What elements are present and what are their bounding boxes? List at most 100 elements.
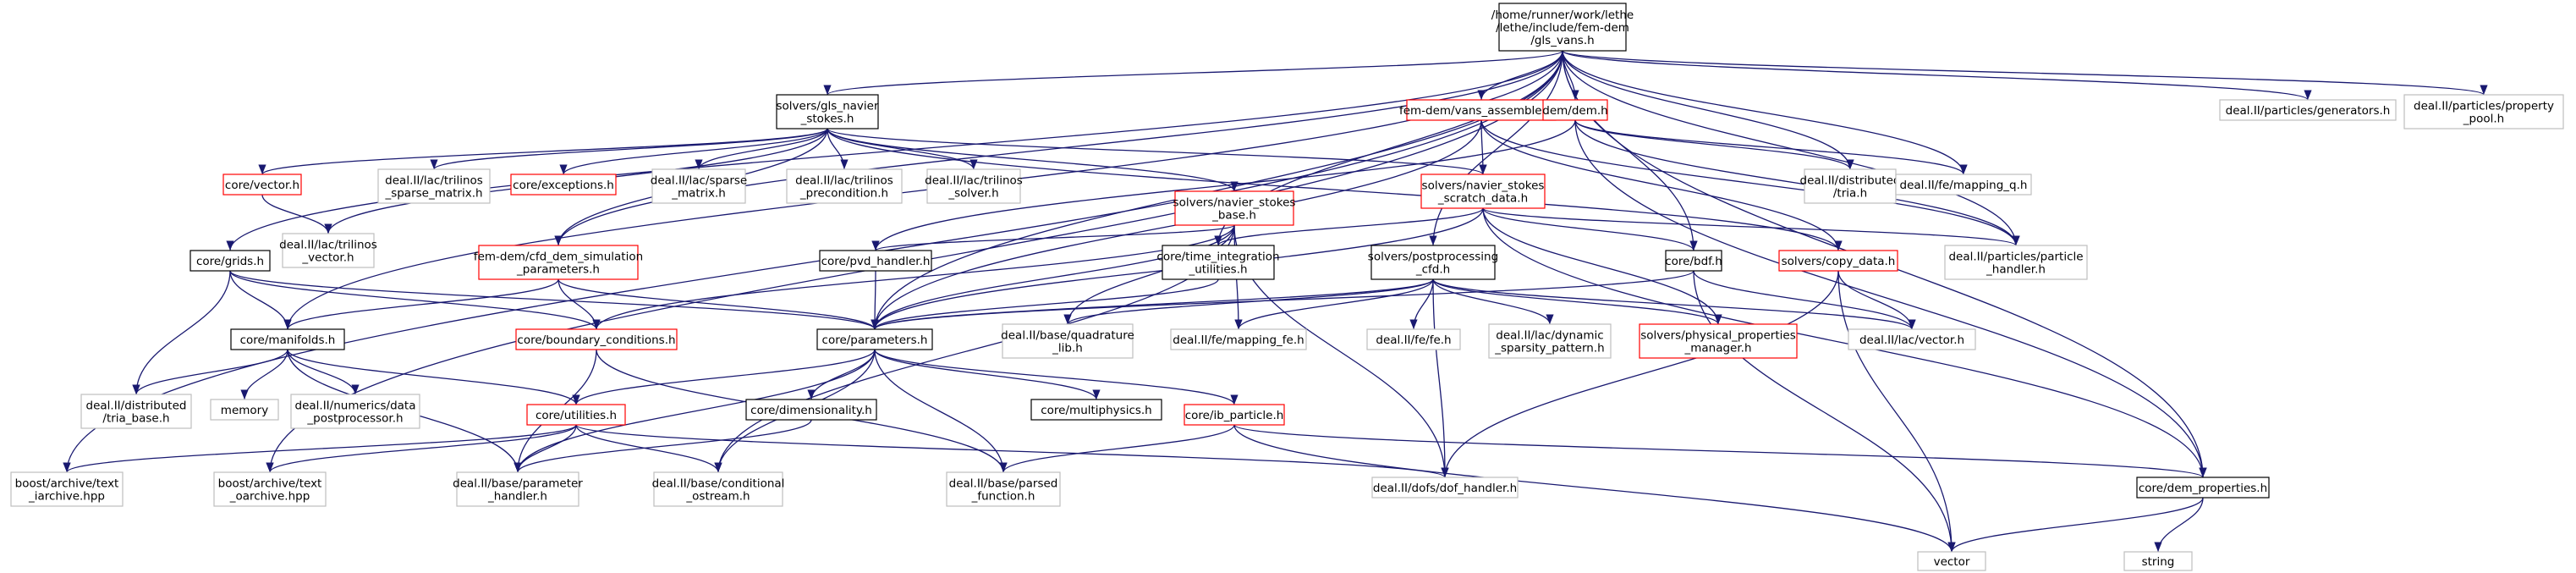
edge-layer [63, 50, 2488, 553]
dependency-edge-copy_data-to-dof_handler [1441, 270, 1839, 478]
node-label: _function.h [971, 490, 1035, 504]
node-box [1162, 245, 1275, 280]
node-vector: vector [1917, 551, 1986, 571]
node-bdf[interactable]: core/bdf.h [1665, 250, 1722, 272]
node-parameters[interactable]: core/parameters.h [816, 328, 933, 350]
dependency-edge-navier_base-to-pvd_handler [871, 224, 1235, 251]
node-box [2403, 94, 2564, 129]
dependency-edge-postprocessing-to-physical_props [1432, 278, 1722, 325]
node-dem_properties[interactable]: core/dem_properties.h [2136, 477, 2270, 499]
dependency-edge-gls_navier-to-scratch_data [827, 128, 1487, 175]
dependency-edge-navier_base-to-boundary_conditions [592, 224, 1235, 330]
node-box [1366, 328, 1461, 350]
dependency-edge-dem_properties-to-string [2154, 497, 2204, 553]
node-box [1002, 323, 1134, 359]
node-exceptions[interactable]: core/exceptions.h [510, 174, 617, 196]
node-label: deal.II/lac/dynamic [1496, 329, 1603, 343]
node-label: memory [221, 404, 268, 417]
node-dimensionality[interactable]: core/dimensionality.h [745, 399, 877, 421]
node-trilinos_sparse: deal.II/lac/trilinos_sparse_matrix.h [377, 168, 491, 204]
node-box [2136, 477, 2270, 499]
node-box [653, 471, 783, 507]
dependency-edge-time_integration-to-parameters [871, 278, 1219, 330]
node-text_oarchive: boost/archive/text_oarchive.hpp [213, 471, 327, 507]
dependency-edge-parameters-to-ib_particle [874, 349, 1239, 405]
node-string: string [2123, 551, 2193, 571]
dependency-edge-dem-to-particle_handler [1574, 119, 2020, 246]
dependency-edge-postprocessing-to-lac_vector [1432, 278, 1916, 330]
dependency-edge-grids-to-tria_base [132, 270, 231, 395]
node-label: _pool.h [2463, 113, 2504, 126]
node-navier_base[interactable]: solvers/navier_stokes_base.h [1173, 190, 1296, 226]
node-physical_props[interactable]: solvers/physical_properties_manager.h [1639, 323, 1798, 359]
dependency-edge-manifolds-to-tria_base [132, 349, 288, 395]
node-time_integration[interactable]: core/time_integration_utilities.h [1156, 245, 1280, 280]
node-box [2123, 551, 2193, 571]
node-pvd_handler[interactable]: core/pvd_handler.h [819, 250, 932, 272]
node-trilinos_vector: deal.II/lac/trilinos_vector.h [279, 233, 377, 268]
node-box [1944, 245, 2088, 280]
node-box [1848, 328, 1976, 350]
node-box [1420, 174, 1546, 209]
node-root[interactable]: /home/runner/work/lethe/lethe/include/fe… [1491, 3, 1634, 52]
dependency-edge-ib_particle-to-dem_properties [1233, 424, 2207, 478]
node-ib_particle[interactable]: core/ib_particle.h [1184, 404, 1285, 426]
dependency-edge-dem-to-mapping_q [1574, 119, 1968, 175]
node-label: _cfd.h [1415, 263, 1450, 277]
node-manifolds[interactable]: core/manifolds.h [230, 328, 345, 350]
node-label: _base.h [1211, 209, 1256, 223]
node-label: solvers/navier_stokes [1422, 179, 1545, 193]
node-label: _lib.h [1052, 342, 1083, 355]
node-multiphysics[interactable]: core/multiphysics.h [1030, 399, 1162, 421]
node-label: solvers/physical_properties [1640, 329, 1795, 343]
dependency-edge-postprocessing-to-fe_fe [1409, 278, 1434, 330]
node-copy_data[interactable]: solvers/copy_data.h [1778, 250, 1898, 272]
node-label: core/vector.h [225, 179, 299, 192]
node-label: solvers/navier_stokes [1173, 196, 1296, 210]
node-label: deal.II/lac/sparse [651, 174, 747, 188]
dependency-edge-scratch_data-to-physical_props [1482, 207, 1722, 325]
node-label: deal.II/numerics/data [295, 399, 416, 413]
node-label: /gls_vans.h [1530, 34, 1594, 47]
node-scratch_data[interactable]: solvers/navier_stokes_scratch_data.h [1420, 174, 1546, 209]
dependency-edge-bdf-to-parameters [871, 270, 1694, 330]
node-label: _stokes.h [800, 113, 854, 126]
dependency-edge-root-to-property_pool [1562, 50, 2488, 96]
node-label: dem/dem.h [1542, 104, 1607, 118]
dependency-edge-gls_navier-to-exceptions [559, 128, 828, 175]
node-gls_navier[interactable]: solvers/gls_navier_stokes.h [776, 94, 879, 129]
node-label: _sparse_matrix.h [384, 187, 482, 201]
node-dem[interactable]: dem/dem.h [1542, 99, 1608, 121]
dependency-edge-scratch_data-to-bdf [1482, 207, 1698, 251]
node-label: _postprocessor.h [306, 412, 403, 426]
node-box [456, 471, 579, 507]
node-label: /tria.h [1833, 187, 1867, 201]
node-box [819, 250, 932, 272]
node-cfd_dem_params[interactable]: fem-dem/cfd_dem_simulation_parameters.h [474, 245, 643, 280]
node-label: _handler.h [487, 490, 547, 504]
dependency-edge-parameters-to-utilities [572, 349, 876, 405]
node-mapping_fe: deal.II/fe/mapping_fe.h [1170, 328, 1307, 350]
node-label: deal.II/lac/trilinos [795, 174, 893, 188]
dependency-edge-vans_assemblers-to-particle_handler [1480, 119, 2020, 246]
node-label: core/parameters.h [822, 333, 928, 347]
dependency-edge-postprocessing-to-parameters [871, 278, 1434, 330]
node-boundary_conditions[interactable]: core/boundary_conditions.h [515, 328, 678, 350]
dependency-edge-vans_assemblers-to-copy_data [1480, 119, 1843, 251]
node-particle_handler: deal.II/particles/particle_handler.h [1944, 245, 2088, 280]
node-label: deal.II/particles/particle [1948, 251, 2083, 264]
node-label: /home/runner/work/lethe [1491, 8, 1634, 22]
node-label: fem-dem/cfd_dem_simulation [474, 251, 643, 264]
node-label: core/dimensionality.h [750, 404, 872, 417]
node-label: core/utilities.h [536, 409, 617, 422]
node-box [1170, 328, 1307, 350]
node-vector_h[interactable]: core/vector.h [222, 174, 302, 196]
node-utilities[interactable]: core/utilities.h [526, 404, 626, 426]
node-label: _ostream.h [685, 490, 750, 504]
dependency-edge-cfd_dem_params-to-parameters [557, 278, 879, 330]
node-grids[interactable]: core/grids.h [189, 250, 271, 272]
node-postprocessing[interactable]: solvers/postprocessing_cfd.h [1368, 245, 1498, 280]
node-box [210, 399, 279, 421]
dependency-edge-manifolds-to-memory [240, 349, 288, 400]
node-vans_assemblers[interactable]: fem-dem/vans_assemblers.h [1399, 99, 1563, 121]
